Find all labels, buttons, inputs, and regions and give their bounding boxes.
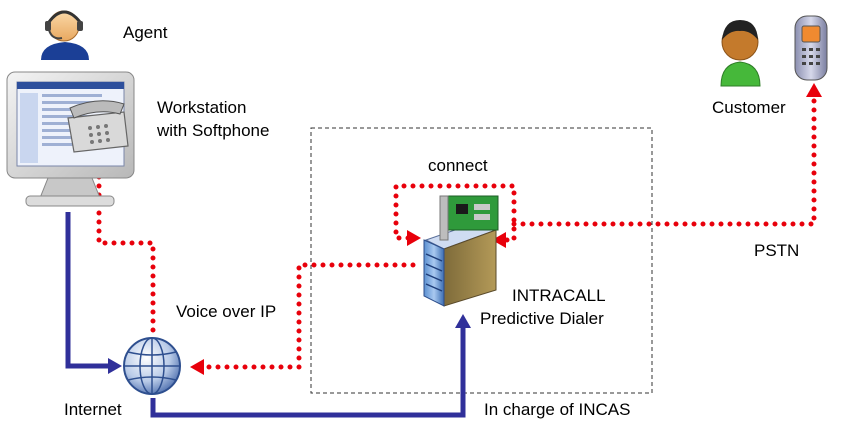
connect-loop-path	[393, 183, 517, 243]
internet-to-dialer-line	[150, 326, 466, 418]
voip-label: Voice over IP	[176, 302, 277, 321]
pstn-label: PSTN	[754, 241, 800, 260]
customer-label: Customer	[712, 98, 786, 117]
workstation-to-internet-line	[65, 212, 110, 369]
internet-globe-icon	[123, 337, 181, 395]
voip-to-workstation-path	[96, 172, 156, 333]
voice-paths	[96, 95, 817, 370]
agent-headset-icon	[41, 10, 89, 60]
connect-label: connect	[428, 156, 488, 175]
dialer-output-arrowhead	[492, 232, 506, 248]
mobile-phone-icon	[794, 15, 828, 81]
dialer-label-line2: Predictive Dialer	[480, 309, 604, 328]
customer-icon	[720, 20, 761, 87]
internet-arrowhead	[190, 359, 204, 375]
dialer-label-line1: INTRACALL	[512, 286, 606, 305]
customer-arrowhead	[806, 83, 822, 97]
dialer-server-icon	[423, 195, 499, 307]
incas-label: In charge of INCAS	[484, 400, 631, 419]
internet-to-dialer-arrowhead	[455, 314, 471, 328]
pstn-path	[511, 95, 817, 227]
workstation-to-internet-arrowhead	[108, 358, 122, 374]
data-paths	[65, 212, 471, 418]
incas-boundary-box	[310, 127, 653, 394]
dialer-input-arrowhead	[407, 230, 421, 246]
workstation-label-line1: Workstation	[157, 98, 247, 117]
internet-label: Internet	[64, 400, 122, 419]
workstation-label-line2: with Softphone	[157, 121, 270, 140]
workstation-softphone-icon	[6, 71, 135, 207]
agent-label: Agent	[123, 23, 168, 42]
